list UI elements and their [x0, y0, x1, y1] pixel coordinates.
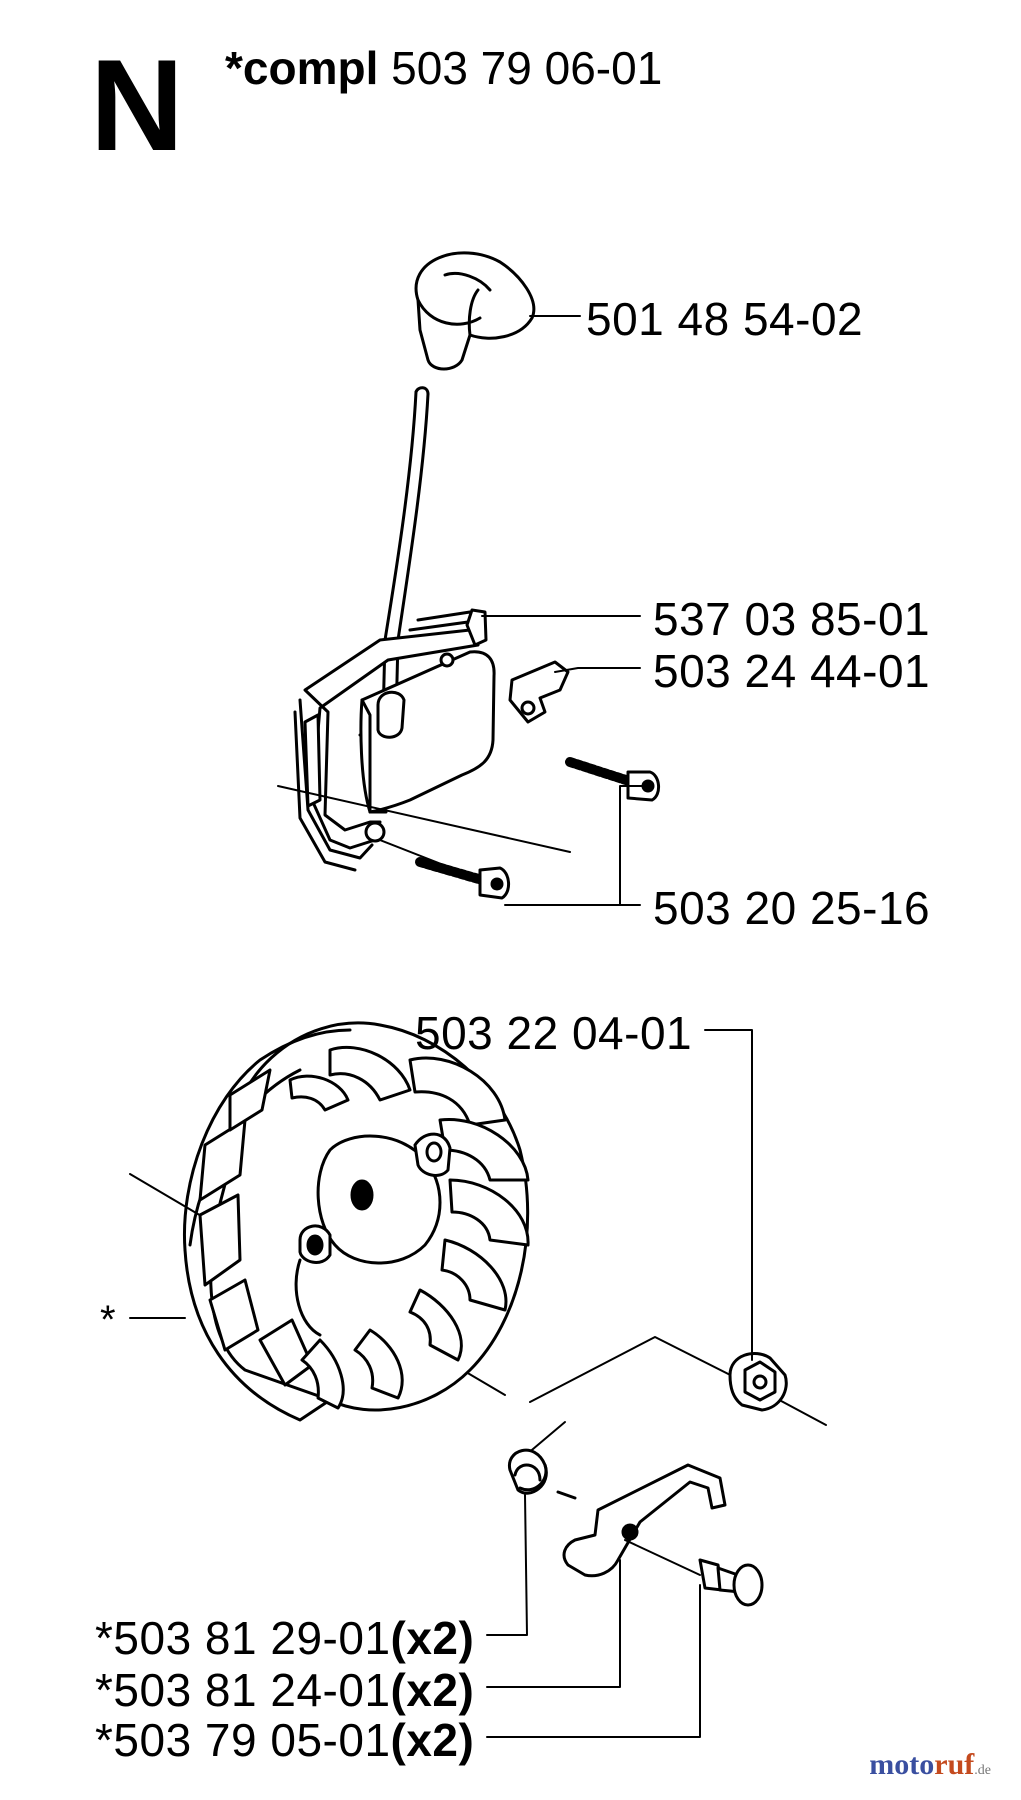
- part-number: *503 79 05-01: [95, 1714, 391, 1766]
- part-label-screw: 503 20 25-16: [653, 885, 930, 931]
- part-qty: (x2): [390, 1612, 475, 1664]
- part-label-nut: 503 22 04-01: [415, 1010, 692, 1056]
- asterisk-marker: *: [100, 1298, 116, 1342]
- assembly-number: 503 79 06-01: [391, 42, 663, 94]
- watermark-part3: .de: [974, 1763, 991, 1778]
- screw-lower-drawing: [379, 839, 510, 900]
- leader-nut: [704, 1029, 753, 1361]
- assembly-prefix: *compl: [225, 42, 379, 94]
- spring-drawing: [508, 1421, 577, 1500]
- assembly-title: *compl 503 79 06-01: [225, 45, 662, 91]
- flywheel-drawing: [129, 1021, 530, 1422]
- part-label-cap: 501 48 54-02: [586, 296, 863, 342]
- leader-screws: [619, 785, 651, 906]
- nut-drawing: [728, 1352, 788, 1412]
- watermark-logo: motoruf.de: [869, 1748, 991, 1782]
- plate-drawing: [508, 660, 570, 724]
- part-number: *503 81 24-01: [95, 1664, 391, 1716]
- ignition-lead-drawing: [381, 386, 430, 722]
- part-number: 501 48 54-02: [586, 293, 864, 345]
- part-qty: (x2): [390, 1714, 475, 1766]
- part-number: *503 81 29-01: [95, 1612, 391, 1664]
- part-number: 503 22 04-01: [415, 1007, 693, 1059]
- leader-spring: [486, 1494, 528, 1636]
- watermark-part2: ruf: [934, 1748, 975, 1781]
- part-number: 537 03 85-01: [653, 593, 931, 645]
- leader-pawl: [486, 1559, 621, 1688]
- section-letter: N: [90, 32, 184, 178]
- part-label-plate: 503 24 44-01: [653, 648, 930, 694]
- part-number: 503 24 44-01: [653, 645, 931, 697]
- pawl-drawing: [562, 1463, 727, 1578]
- spark-plug-cap-drawing: [414, 251, 536, 371]
- part-number: 503 20 25-16: [653, 882, 931, 934]
- part-label-pawl: *503 81 24-01(x2): [95, 1667, 474, 1713]
- part-label-spring: *503 81 29-01(x2): [95, 1615, 474, 1661]
- leader-pin: [486, 1584, 701, 1738]
- flywheel-axis-line: [529, 1336, 827, 1426]
- part-qty: (x2): [390, 1664, 475, 1716]
- part-label-pin: *503 79 05-01(x2): [95, 1717, 474, 1763]
- leader-plate: [554, 667, 641, 673]
- ignition-module-drawing: [293, 608, 496, 872]
- watermark-part1: moto: [869, 1748, 935, 1781]
- pin-drawing: [624, 1539, 764, 1607]
- part-label-terminal: 537 03 85-01: [653, 596, 930, 642]
